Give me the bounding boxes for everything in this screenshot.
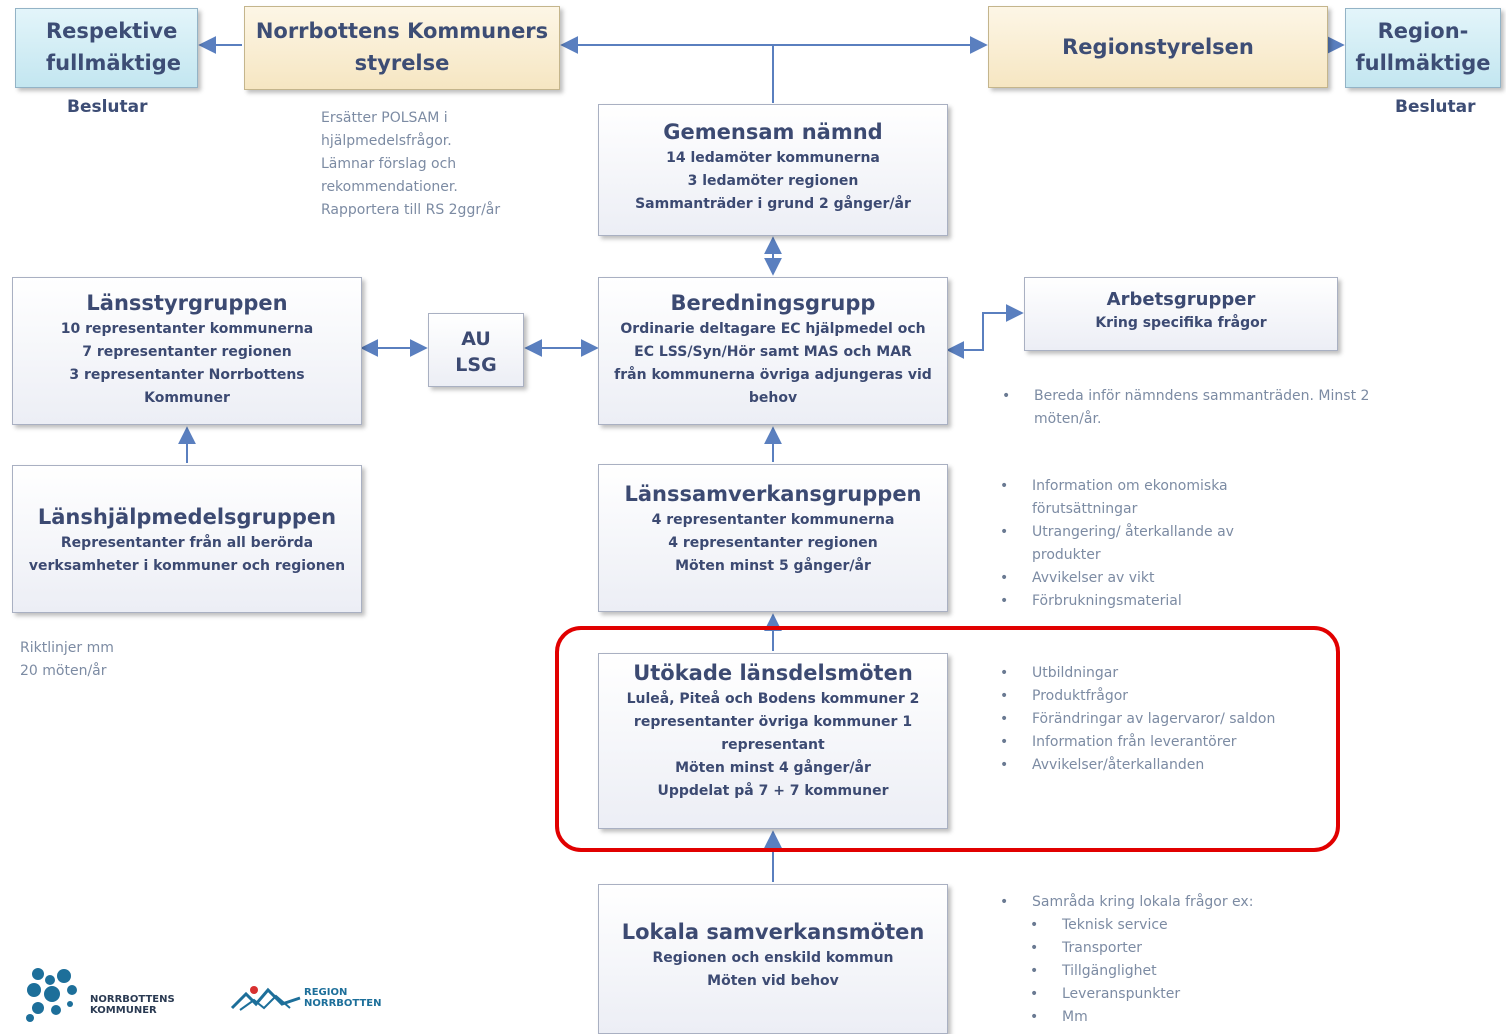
nk-note-line: hjälpmedelsfrågor.: [321, 133, 452, 149]
lanshj-line: Representanter från all berörda: [60, 535, 314, 551]
lokala-sub-bullet: Leveranspunkter: [996, 983, 1316, 1006]
lansstyr-line: 7 representanter regionen: [82, 344, 292, 360]
lanshj-line: verksamheter i kommuner och regionen: [28, 558, 346, 574]
lokala-samverkansmoten-box: Lokala samverkansmöten Regionen och ensk…: [598, 884, 948, 1034]
lokala-sub-bullet: Transporter: [996, 937, 1316, 960]
au-line: AU: [461, 328, 491, 350]
gemensam-line: Sammanträder i grund 2 gånger/år: [635, 196, 911, 212]
lanshjalpmedelsgruppen-title: Länshjälpmedelsgruppen: [37, 505, 337, 529]
lokala-bullets: Samråda kring lokala frågor ex: Teknisk …: [996, 891, 1316, 1029]
norrbottens-kommuner-logo-text: NORRBOTTENS KOMMUNER: [90, 994, 175, 1016]
regionstyrelsen-box: Regionstyrelsen: [988, 6, 1328, 88]
arbetsgrupper-subtitle: Kring specifika frågor: [1095, 315, 1267, 331]
utokade-bullets: Utbildningar Produktfrågor Förändringar …: [996, 662, 1306, 777]
lanssam-bullets: Information om ekonomiska förutsättninga…: [996, 475, 1296, 613]
lanssamverkansgruppen-title: Länssamverkansgruppen: [624, 482, 922, 506]
lokala-sub-bullet: Teknisk service: [996, 914, 1316, 937]
lsg-line: LSG: [455, 354, 497, 376]
utokade-line: representanter övriga kommuner 1: [633, 714, 913, 730]
lansstyrgruppen-title: Länsstyrgruppen: [86, 291, 288, 315]
region-norrbotten-logo: [230, 986, 301, 1011]
lansstyr-line: 10 representanter kommunerna: [60, 321, 314, 337]
lanssam-line: 4 representanter regionen: [668, 535, 878, 551]
lokala-line: Regionen och enskild kommun: [652, 950, 894, 966]
utokade-line: Möten minst 4 gånger/år: [675, 760, 871, 776]
region-norrbotten-logo-text: REGION NORRBOTTEN: [304, 987, 382, 1009]
gemensam-namnd-box: Gemensam nämnd 14 ledamöter kommunerna 3…: [598, 104, 948, 236]
utokade-bullet: Produktfrågor: [996, 685, 1306, 708]
nk-note-line: rekommendationer.: [321, 179, 458, 195]
beredning-bullets: Bereda inför nämndens sammanträden. Mins…: [998, 385, 1428, 431]
lansstyr-line: 3 representanter Norrbottens: [69, 367, 305, 383]
lanssam-bullet: Information om ekonomiska förutsättninga…: [996, 475, 1296, 521]
beredning-line: från kommunerna övriga adjungeras vid: [614, 367, 932, 383]
lansstyrgruppen-box: Länsstyrgruppen 10 representanter kommun…: [12, 277, 362, 425]
beredning-line: EC LSS/Syn/Hör samt MAS och MAR: [634, 344, 912, 360]
highlight-frame: [555, 626, 1340, 852]
beslutar-left-label: Beslutar: [67, 97, 148, 117]
regionfullmaktige-title: Region-fullmäktige: [1355, 19, 1491, 75]
lanshj-note: Riktlinjer mm 20 möten/år: [20, 637, 114, 683]
arbetsgrupper-box: Arbetsgrupper Kring specifika frågor: [1024, 277, 1338, 351]
beredning-line: behov: [748, 390, 798, 406]
lanshjalpmedelsgruppen-box: Länshjälpmedelsgruppen Representanter fr…: [12, 465, 362, 613]
respektive-fullmaktige-box: Respektive fullmäktige: [15, 8, 198, 88]
gemensam-line: 3 ledamöter regionen: [687, 173, 859, 189]
lanssam-bullet: Avvikelser av vikt: [996, 567, 1296, 590]
beredning-bullet: Bereda inför nämndens sammanträden. Mins…: [998, 385, 1428, 431]
beredning-line: Ordinarie deltagare EC hjälpmedel och: [620, 321, 926, 337]
regionstyrelsen-title: Regionstyrelsen: [1062, 35, 1254, 59]
lansstyr-line: Kommuner: [144, 390, 230, 406]
nk-note-line: Ersätter POLSAM i: [321, 110, 448, 126]
utokade-title: Utökade länsdelsmöten: [633, 661, 913, 685]
lokala-sub-bullet: Tillgänglighet: [996, 960, 1316, 983]
nk-styrelse-title: Norrbottens Kommuners styrelse: [255, 19, 549, 75]
utokade-bullet: Avvikelser/återkallanden: [996, 754, 1306, 777]
utokade-line: Luleå, Piteå och Bodens kommuner 2: [626, 691, 920, 707]
lanssamverkansgruppen-box: Länssamverkansgruppen 4 representanter k…: [598, 464, 948, 612]
utokade-bullet: Utbildningar: [996, 662, 1306, 685]
nk-note-line: Lämnar förslag och: [321, 156, 457, 172]
lokala-title: Lokala samverkansmöten: [621, 920, 925, 944]
arrow-beredning-arbets: [946, 304, 1024, 359]
lanssam-line: 4 representanter kommunerna: [651, 512, 895, 528]
lanshj-note-line: 20 möten/år: [20, 663, 107, 679]
lanshj-note-line: Riktlinjer mm: [20, 640, 114, 656]
lanssam-bullet: Utrangering/ återkallande av produkter: [996, 521, 1296, 567]
nk-styrelse-box: Norrbottens Kommuners styrelse: [244, 6, 560, 90]
beredningsgrupp-title: Beredningsgrupp: [670, 291, 876, 315]
nk-styrelse-note: Ersätter POLSAM i hjälpmedelsfrågor. Läm…: [321, 107, 500, 222]
regionfullmaktige-box: Region-fullmäktige: [1345, 8, 1501, 88]
beredningsgrupp-box: Beredningsgrupp Ordinarie deltagare EC h…: [598, 277, 948, 425]
norrbottens-kommuner-logo: [26, 968, 77, 1022]
arbetsgrupper-title: Arbetsgrupper: [1106, 289, 1256, 310]
au-lsg-box: AU LSG: [428, 313, 524, 387]
utokade-line: Uppdelat på 7 + 7 kommuner: [657, 783, 889, 799]
respektive-fullmaktige-title: Respektive fullmäktige: [46, 19, 182, 75]
beslutar-right-label: Beslutar: [1395, 97, 1476, 117]
lokala-bullet: Samråda kring lokala frågor ex:: [996, 891, 1316, 914]
utokade-bullet: Information från leverantörer: [996, 731, 1306, 754]
lokala-line: Möten vid behov: [707, 973, 839, 989]
utokade-line: representant: [721, 737, 825, 753]
gemensam-namnd-title: Gemensam nämnd: [663, 120, 883, 144]
utokade-lansdelsmoten-box: Utökade länsdelsmöten Luleå, Piteå och B…: [598, 653, 948, 829]
nk-note-line: Rapportera till RS 2ggr/år: [321, 202, 501, 218]
utokade-bullet: Förändringar av lagervaror/ saldon: [996, 708, 1306, 731]
lanssam-bullet: Förbrukningsmaterial: [996, 590, 1296, 613]
lanssam-line: Möten minst 5 gånger/år: [675, 558, 871, 574]
lokala-sub-bullet: Mm: [996, 1006, 1316, 1029]
gemensam-line: 14 ledamöter kommunerna: [666, 150, 880, 166]
